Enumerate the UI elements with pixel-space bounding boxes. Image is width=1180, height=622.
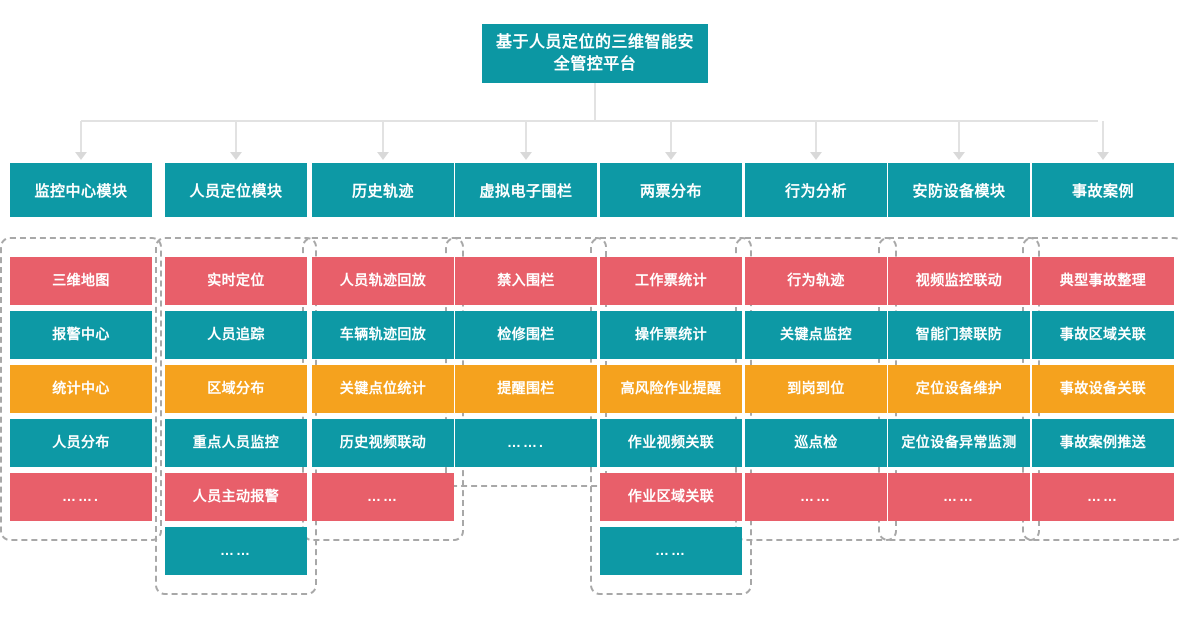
module-item[interactable]: 区域分布 <box>165 365 307 413</box>
connector-arrow-7 <box>953 152 965 160</box>
module-items-8: 典型事故整理事故区域关联事故设备关联事故案例推送 …… <box>1032 257 1174 521</box>
module-item[interactable]: 巡点检 <box>745 419 887 467</box>
connector-drop-6 <box>815 121 817 155</box>
module-item[interactable]: 事故案例推送 <box>1032 419 1174 467</box>
module-item-ellipsis[interactable]: …… <box>745 473 887 521</box>
module-group-box-1 <box>0 237 162 541</box>
module-item-ellipsis[interactable]: …… <box>888 473 1030 521</box>
connector-arrow-6 <box>810 152 822 160</box>
module-item[interactable]: 事故区域关联 <box>1032 311 1174 359</box>
connector-arrow-3 <box>377 152 389 160</box>
connector-bus <box>81 120 1098 122</box>
module-item[interactable]: 禁入围栏 <box>455 257 597 305</box>
module-item[interactable]: 视频监控联动 <box>888 257 1030 305</box>
module-items-6: 行为轨迹关键点监控到岗到位巡点检 …… <box>745 257 887 521</box>
module-item[interactable]: 人员追踪 <box>165 311 307 359</box>
module-item[interactable]: 操作票统计 <box>600 311 742 359</box>
module-item[interactable]: 三维地图 <box>10 257 152 305</box>
module-items-5: 工作票统计操作票统计高风险作业提醒作业视频关联作业区域关联 …… <box>600 257 742 575</box>
connector-drop-2 <box>235 121 237 155</box>
module-item[interactable]: 实时定位 <box>165 257 307 305</box>
module-items-7: 视频监控联动智能门禁联防定位设备维护定位设备异常监测 …… <box>888 257 1030 521</box>
connector-arrow-4 <box>520 152 532 160</box>
module-item[interactable]: 人员主动报警 <box>165 473 307 521</box>
module-header-1[interactable]: 监控中心模块 <box>10 163 152 217</box>
connector-drop-7 <box>958 121 960 155</box>
module-item[interactable]: 智能门禁联防 <box>888 311 1030 359</box>
module-item[interactable]: 提醒围栏 <box>455 365 597 413</box>
module-item[interactable]: 行为轨迹 <box>745 257 887 305</box>
module-items-2: 实时定位人员追踪区域分布重点人员监控人员主动报警 …… <box>165 257 307 575</box>
platform-title: 基于人员定位的三维智能安全管控平台 <box>482 24 708 83</box>
module-header-7[interactable]: 安防设备模块 <box>888 163 1030 217</box>
connector-arrow-2 <box>230 152 242 160</box>
module-item[interactable]: 到岗到位 <box>745 365 887 413</box>
module-item[interactable]: 关键点位统计 <box>312 365 454 413</box>
connector-stem <box>594 83 596 121</box>
module-items-4: 禁入围栏检修围栏提醒围栏 ……. <box>455 257 597 467</box>
module-item[interactable]: 关键点监控 <box>745 311 887 359</box>
connector-arrow-8 <box>1097 152 1109 160</box>
connector-arrow-5 <box>665 152 677 160</box>
module-group-box-2 <box>155 237 317 595</box>
module-item[interactable]: 高风险作业提醒 <box>600 365 742 413</box>
module-items-1: 三维地图报警中心统计中心人员分布 ……. <box>10 257 152 521</box>
module-item[interactable]: 定位设备异常监测 <box>888 419 1030 467</box>
module-header-2[interactable]: 人员定位模块 <box>165 163 307 217</box>
module-item[interactable]: 历史视频联动 <box>312 419 454 467</box>
module-header-4[interactable]: 虚拟电子围栏 <box>455 163 597 217</box>
module-item[interactable]: 作业区域关联 <box>600 473 742 521</box>
module-header-6[interactable]: 行为分析 <box>745 163 887 217</box>
connector-drop-4 <box>525 121 527 155</box>
module-item-ellipsis[interactable]: …… <box>1032 473 1174 521</box>
module-item-ellipsis[interactable]: …… <box>165 527 307 575</box>
module-item-ellipsis[interactable]: ……. <box>10 473 152 521</box>
module-header-8[interactable]: 事故案例 <box>1032 163 1174 217</box>
connector-drop-5 <box>670 121 672 155</box>
connector-drop-1 <box>80 121 82 155</box>
module-items-3: 人员轨迹回放车辆轨迹回放关键点位统计历史视频联动 …… <box>312 257 454 521</box>
module-item[interactable]: 作业视频关联 <box>600 419 742 467</box>
module-item[interactable]: 报警中心 <box>10 311 152 359</box>
module-item[interactable]: 典型事故整理 <box>1032 257 1174 305</box>
module-header-5[interactable]: 两票分布 <box>600 163 742 217</box>
module-item[interactable]: 定位设备维护 <box>888 365 1030 413</box>
connector-drop-8 <box>1102 121 1104 155</box>
module-group-box-4 <box>445 237 607 487</box>
module-group-box-5 <box>590 237 752 595</box>
module-item[interactable]: 人员分布 <box>10 419 152 467</box>
module-item[interactable]: 人员轨迹回放 <box>312 257 454 305</box>
module-item-ellipsis[interactable]: …… <box>600 527 742 575</box>
module-item[interactable]: 统计中心 <box>10 365 152 413</box>
module-item[interactable]: 事故设备关联 <box>1032 365 1174 413</box>
connector-arrow-1 <box>75 152 87 160</box>
module-item-ellipsis[interactable]: ……. <box>455 419 597 467</box>
module-item[interactable]: 工作票统计 <box>600 257 742 305</box>
module-item[interactable]: 重点人员监控 <box>165 419 307 467</box>
module-item-ellipsis[interactable]: …… <box>312 473 454 521</box>
module-item[interactable]: 检修围栏 <box>455 311 597 359</box>
module-item[interactable]: 车辆轨迹回放 <box>312 311 454 359</box>
module-header-3[interactable]: 历史轨迹 <box>312 163 454 217</box>
connector-drop-3 <box>382 121 384 155</box>
